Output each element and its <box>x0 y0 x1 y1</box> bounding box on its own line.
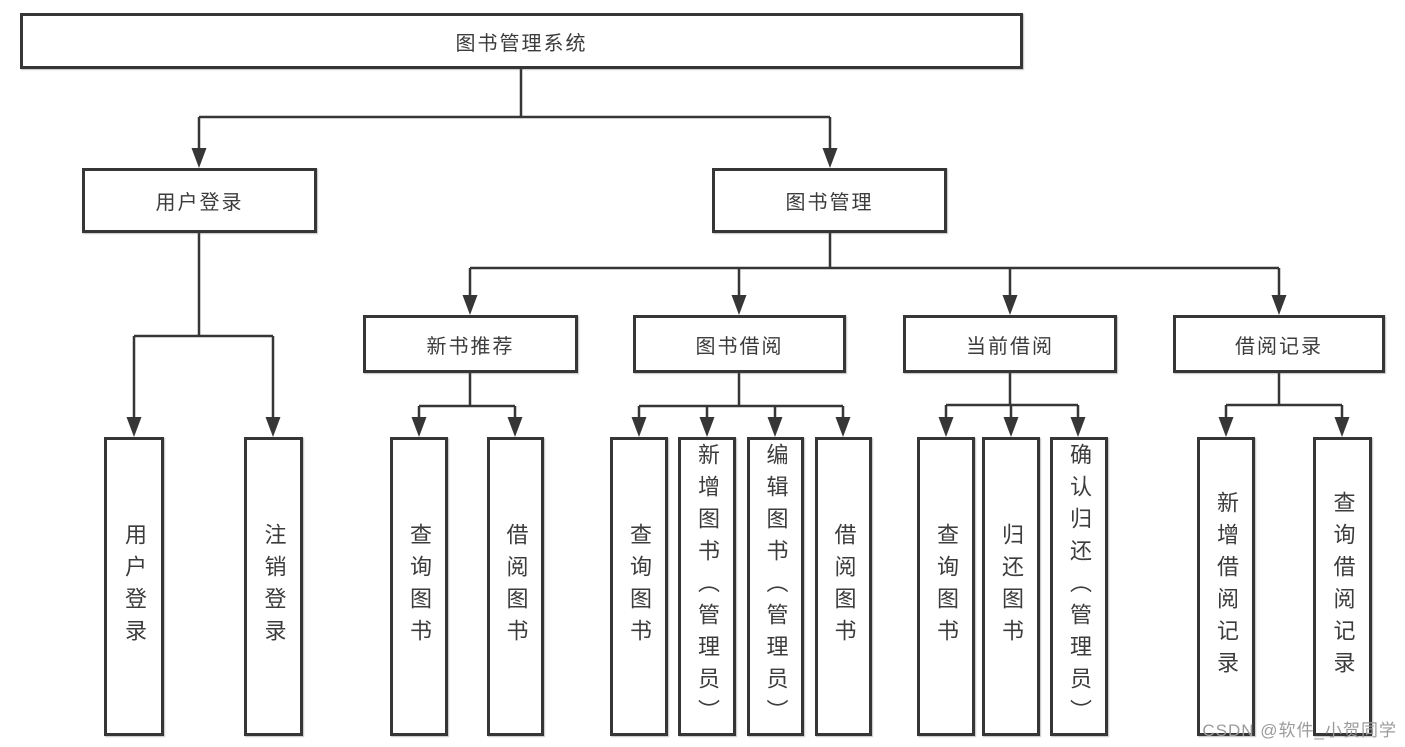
node-label: 新书推荐 <box>426 335 515 358</box>
node-label: 借阅记录 <box>1235 335 1323 358</box>
node-label: 用户登录 <box>155 192 244 214</box>
node-label: 查询图书 <box>627 522 652 651</box>
leaf-query-books-3: 查询图书 <box>917 437 975 736</box>
node-borrowing-records: 借阅记录 <box>1173 315 1385 373</box>
leaf-user-login: 用户登录 <box>104 437 164 736</box>
node-library-management-system: 图书管理系统 <box>20 13 1023 69</box>
leaf-confirm-return-admin: 确认归还（管理员） <box>1050 437 1108 736</box>
node-label: 查询借阅记录 <box>1330 490 1356 683</box>
leaf-borrow-books-1: 借阅图书 <box>487 437 544 736</box>
node-book-borrowing: 图书借阅 <box>633 315 846 373</box>
node-label: 借阅图书 <box>503 522 529 651</box>
node-label: 新增图书（管理员） <box>695 442 720 731</box>
leaf-query-books-1: 查询图书 <box>390 437 448 736</box>
connector-segments <box>132 69 1344 419</box>
node-label: 确认归还（管理员） <box>1067 442 1092 731</box>
node-label: 当前借阅 <box>966 335 1054 358</box>
node-current-borrowing: 当前借阅 <box>903 315 1117 373</box>
leaf-add-books-admin: 新增图书（管理员） <box>678 437 736 736</box>
leaf-edit-books-admin: 编辑图书（管理员） <box>747 437 804 736</box>
node-label: 图书管理 <box>785 192 874 214</box>
leaf-logout: 注销登录 <box>244 437 303 736</box>
node-label: 归还图书 <box>999 522 1024 651</box>
node-user-login: 用户登录 <box>82 168 317 233</box>
leaf-borrow-books-2: 借阅图书 <box>815 437 872 736</box>
node-label: 借阅图书 <box>831 522 857 651</box>
node-label: 查询图书 <box>407 522 432 651</box>
node-label: 注销登录 <box>261 522 287 651</box>
node-label: 图书管理系统 <box>455 32 588 55</box>
leaf-query-borrow-record: 查询借阅记录 <box>1313 437 1372 736</box>
leaf-return-books: 归还图书 <box>982 437 1040 736</box>
node-label: 图书借阅 <box>695 335 784 358</box>
leaf-query-books-2: 查询图书 <box>610 437 668 736</box>
node-book-management: 图书管理 <box>712 168 947 233</box>
arrowheads <box>126 148 1350 437</box>
node-label: 用户登录 <box>122 522 147 651</box>
node-label: 新增借阅记录 <box>1214 490 1239 683</box>
csdn-watermark: CSDN @软件_小贺同学 <box>1202 721 1397 740</box>
leaf-add-borrow-record: 新增借阅记录 <box>1197 437 1255 736</box>
node-label: 编辑图书（管理员） <box>763 442 789 731</box>
node-label: 查询图书 <box>934 522 959 651</box>
node-new-book-recommend: 新书推荐 <box>363 315 578 373</box>
